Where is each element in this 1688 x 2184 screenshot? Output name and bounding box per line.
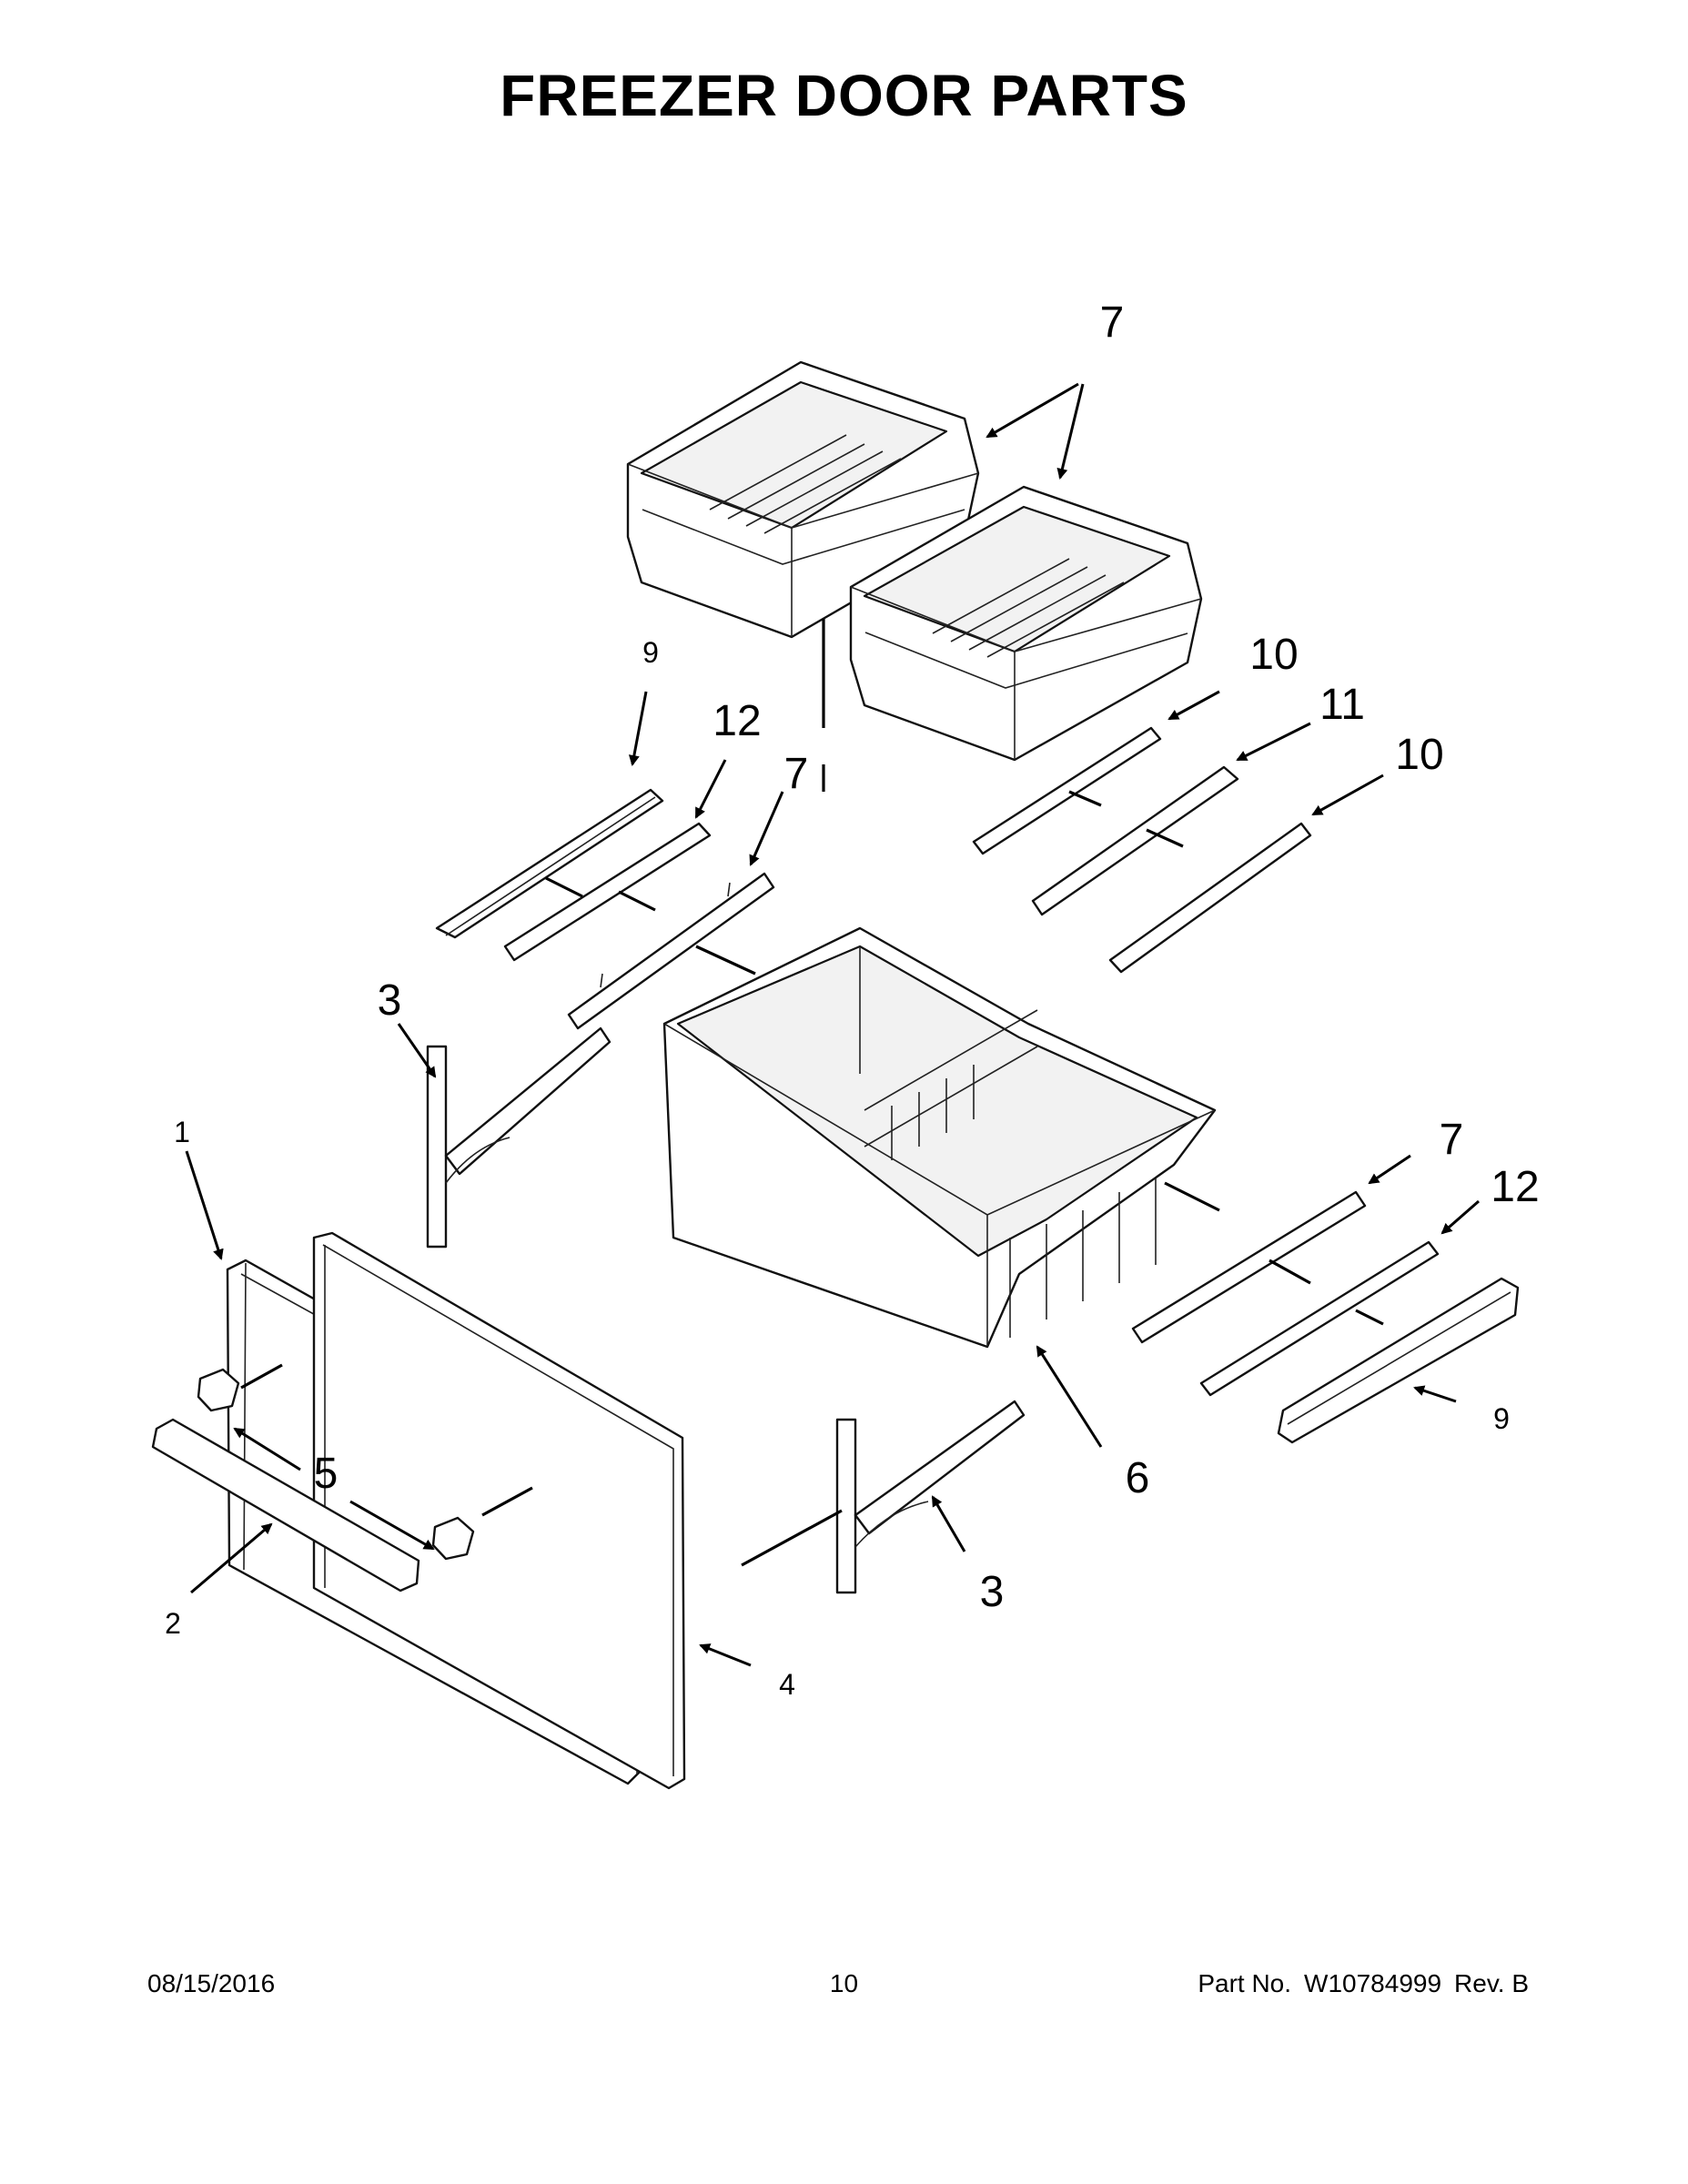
callout-9-right: 9 (1493, 1402, 1510, 1435)
alignment-lines (240, 619, 1384, 1567)
footer-date: 08/15/2016 (147, 1969, 276, 1997)
callout-10-top: 10 (1249, 631, 1298, 679)
callout-labels: 7 9 12 7 3 1 10 11 10 7 12 9 6 3 5 2 4 (165, 298, 1540, 1701)
rail-right-upper-11 (1031, 765, 1239, 916)
rail-right-upper-10b (1108, 822, 1312, 974)
callout-7-right: 7 (1440, 1116, 1464, 1164)
callout-6: 6 (1126, 1454, 1150, 1502)
door-handle (151, 1418, 420, 1592)
rail-left-12 (503, 822, 712, 962)
callout-12-left: 12 (713, 697, 761, 745)
callout-3-right: 3 (980, 1568, 1005, 1616)
upper-basket-right (849, 485, 1203, 762)
page-title: FREEZER DOOR PARTS (500, 63, 1188, 128)
callout-2: 2 (165, 1607, 181, 1640)
callout-12-right: 12 (1491, 1163, 1539, 1211)
callout-9-top: 9 (642, 636, 659, 669)
rail-cover-right (1277, 1277, 1520, 1444)
callout-3-left: 3 (378, 976, 402, 1025)
rail-left-7 (567, 872, 775, 1030)
part-number: W10784999 (1304, 1969, 1442, 1997)
revision: Rev. B (1454, 1969, 1529, 1997)
callout-7-left: 7 (784, 750, 809, 798)
leader-arrows (185, 382, 1480, 1667)
callout-8: 7 (1100, 298, 1125, 347)
rail-cover-left (435, 788, 664, 939)
footer-part-number: Part No. W10784999 Rev. B (1198, 1969, 1529, 1998)
callout-5: 5 (314, 1450, 339, 1498)
handle-mount-upper (197, 1368, 240, 1412)
footer-page-number: 10 (829, 1969, 859, 1997)
slide-bracket-right (835, 1400, 1026, 1594)
callout-11: 11 (1319, 681, 1365, 729)
rail-right-lower-12 (1199, 1240, 1440, 1397)
callout-1: 1 (174, 1116, 190, 1148)
callout-10-right: 10 (1395, 731, 1443, 779)
rail-right-upper-10a (972, 726, 1162, 855)
callout-4: 4 (779, 1668, 795, 1701)
rail-right-lower-7 (1131, 1190, 1367, 1344)
freezer-basket (662, 926, 1217, 1349)
part-label: Part No. (1198, 1969, 1292, 1997)
slide-bracket-left (426, 1026, 612, 1249)
